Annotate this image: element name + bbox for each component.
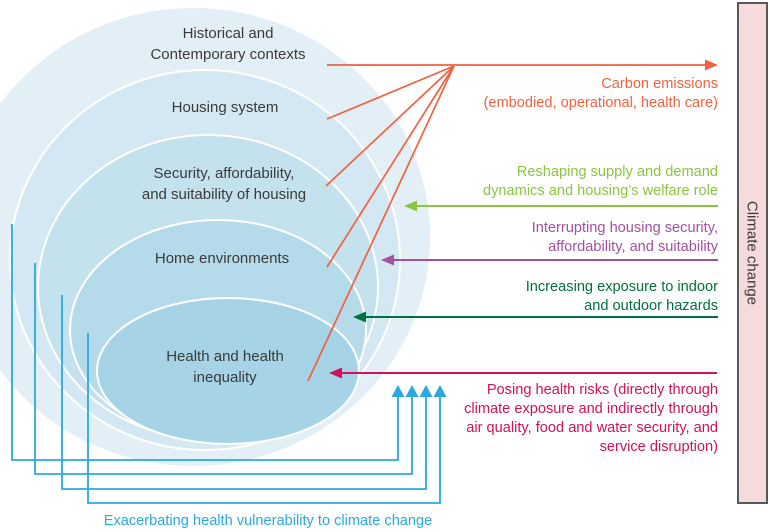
nested-ellipses: Historical and Contemporary contexts Hou… bbox=[0, 6, 432, 468]
interrupting-label-line1: Interrupting housing security, bbox=[532, 220, 718, 236]
posing-label-line4: service disruption) bbox=[600, 439, 718, 455]
carbon-arrowhead-right-icon bbox=[705, 59, 718, 71]
carbon-emissions-label-line2: (embodied, operational, health care) bbox=[484, 95, 718, 111]
increasing-flow: Increasing exposure to indoor and outdoo… bbox=[353, 279, 718, 323]
carbon-fan-line-home-environments bbox=[326, 65, 455, 268]
ring-label-housing-system: Housing system bbox=[172, 99, 279, 116]
climate-change-bar: Climate change bbox=[737, 2, 768, 504]
ring-label-historical-line2: Contemporary contexts bbox=[150, 46, 305, 63]
exacerbating-arrowhead-up-2-icon bbox=[405, 385, 419, 397]
carbon-fan-line-health bbox=[307, 65, 455, 382]
ring-label-historical-line1: Historical and bbox=[183, 25, 274, 42]
ring-label-health-line1: Health and health bbox=[166, 348, 284, 365]
carbon-fan-line-security bbox=[325, 65, 455, 187]
ring-label-security-line1: Security, affordability, bbox=[154, 165, 295, 182]
exacerbating-flow: Exacerbating health vulnerability to cli… bbox=[11, 224, 447, 529]
posing-flow: Posing health risks (directly through cl… bbox=[329, 367, 718, 455]
exacerbating-loop-2 bbox=[34, 263, 413, 475]
reshaping-flow: Reshaping supply and demand dynamics and… bbox=[404, 164, 718, 212]
interrupting-arrowhead-left-icon bbox=[381, 254, 394, 266]
increasing-label-line1: Increasing exposure to indoor bbox=[526, 279, 718, 295]
increasing-arrowhead-left-icon bbox=[353, 311, 366, 323]
exacerbating-arrowhead-up-3-icon bbox=[419, 385, 433, 397]
climate-change-bar-rect bbox=[737, 2, 768, 504]
carbon-emissions-flow: Carbon emissions (embodied, operational,… bbox=[307, 59, 718, 382]
reshaping-arrowhead-left-icon bbox=[404, 200, 417, 212]
ring-label-health-line2: inequality bbox=[193, 369, 257, 386]
interrupting-flow: Interrupting housing security, affordabi… bbox=[381, 220, 719, 266]
posing-arrowhead-left-icon bbox=[329, 367, 342, 379]
reshaping-label-line2: dynamics and housing’s welfare role bbox=[483, 183, 718, 199]
carbon-emissions-label-line1: Carbon emissions bbox=[601, 76, 718, 92]
exacerbating-loop-4 bbox=[87, 333, 441, 504]
exacerbating-label: Exacerbating health vulnerability to cli… bbox=[104, 513, 433, 529]
climate-change-bar-label: Climate change bbox=[744, 201, 761, 305]
interrupting-label-line2: affordability, and suitability bbox=[548, 239, 719, 255]
reshaping-label-line1: Reshaping supply and demand bbox=[517, 164, 718, 180]
exacerbating-arrowhead-up-1-icon bbox=[391, 385, 405, 397]
increasing-label-line2: and outdoor hazards bbox=[584, 298, 718, 314]
exacerbating-loop-1 bbox=[11, 224, 399, 461]
posing-label-line2: climate exposure and indirectly through bbox=[464, 401, 718, 417]
ring-label-home-environments: Home environments bbox=[155, 250, 289, 267]
posing-label-line3: air quality, food and water security, an… bbox=[466, 420, 718, 436]
ring-health-inequality bbox=[96, 297, 360, 445]
exacerbating-loop-3 bbox=[61, 295, 427, 490]
posing-label-line1: Posing health risks (directly through bbox=[487, 382, 718, 398]
carbon-fan-line-housing-system bbox=[326, 65, 455, 120]
exacerbating-arrowhead-up-4-icon bbox=[433, 385, 447, 397]
ring-label-security-line2: and suitability of housing bbox=[142, 186, 306, 203]
